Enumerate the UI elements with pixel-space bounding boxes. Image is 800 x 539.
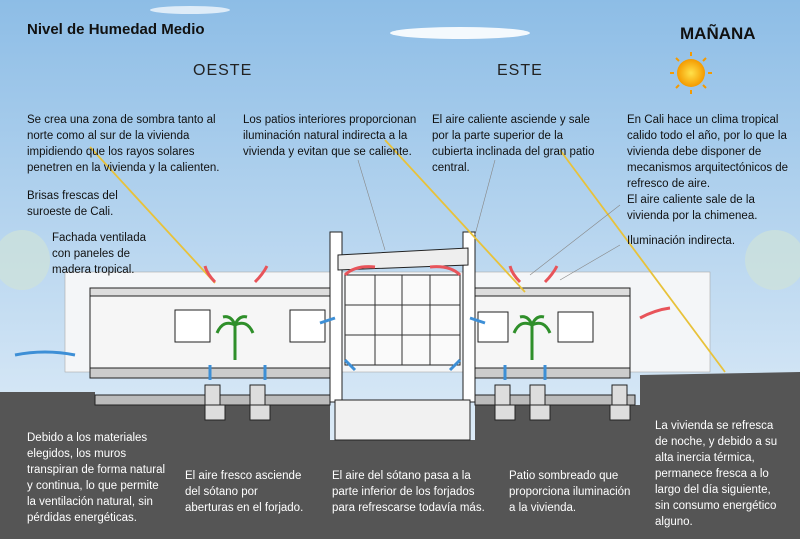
- ground: [0, 372, 800, 539]
- warm-air-arrows: [203, 265, 671, 320]
- annotation-shade: Se crea una zona de sombra tanto al nort…: [27, 114, 220, 174]
- palm-trees-background: [0, 230, 800, 290]
- annotation-shaded-patio: Patio sombreado que proporciona iluminac…: [509, 470, 631, 514]
- annotation-chimney: El aire caliente sale de la vivienda por…: [627, 194, 758, 222]
- sun-icon: [670, 52, 712, 94]
- east-label: ESTE: [497, 62, 543, 79]
- time-of-day-label: MAÑANA: [680, 24, 756, 43]
- annotation-hot-air-roof: El aire caliente asciende y sale por la …: [432, 114, 595, 174]
- annotation-basement-air: El aire del sótano pasa a la parte infer…: [332, 470, 485, 514]
- annotation-indirect-light: Iluminación indirecta.: [627, 235, 736, 247]
- cloud: [390, 27, 530, 39]
- annotation-climate: En Cali hace un clima tropical calido to…: [627, 114, 789, 190]
- annotation-facade: Fachada ventilada con paneles de madera …: [52, 232, 146, 276]
- leader-lines: [357, 159, 621, 281]
- annotation-patios: Los patios interiores proporcionan ilumi…: [243, 114, 417, 158]
- cool-air-arrows: [14, 316, 547, 380]
- sun-rays: [89, 139, 726, 373]
- annotation-fresh-air: El aire fresco asciende del sótano por a…: [185, 470, 304, 514]
- annotation-night-cooling: La vivienda se refresca de noche, y debi…: [655, 420, 778, 528]
- west-label: OESTE: [193, 62, 253, 79]
- annotation-breezes: Brisas frescas del suroeste de Cali.: [27, 190, 118, 218]
- cloud: [150, 6, 230, 14]
- page-title: Nivel de Humedad Medio: [27, 21, 205, 38]
- annotation-materials: Debido a los materiales elegidos, los mu…: [27, 432, 166, 524]
- patio-palm-icon: [215, 315, 552, 360]
